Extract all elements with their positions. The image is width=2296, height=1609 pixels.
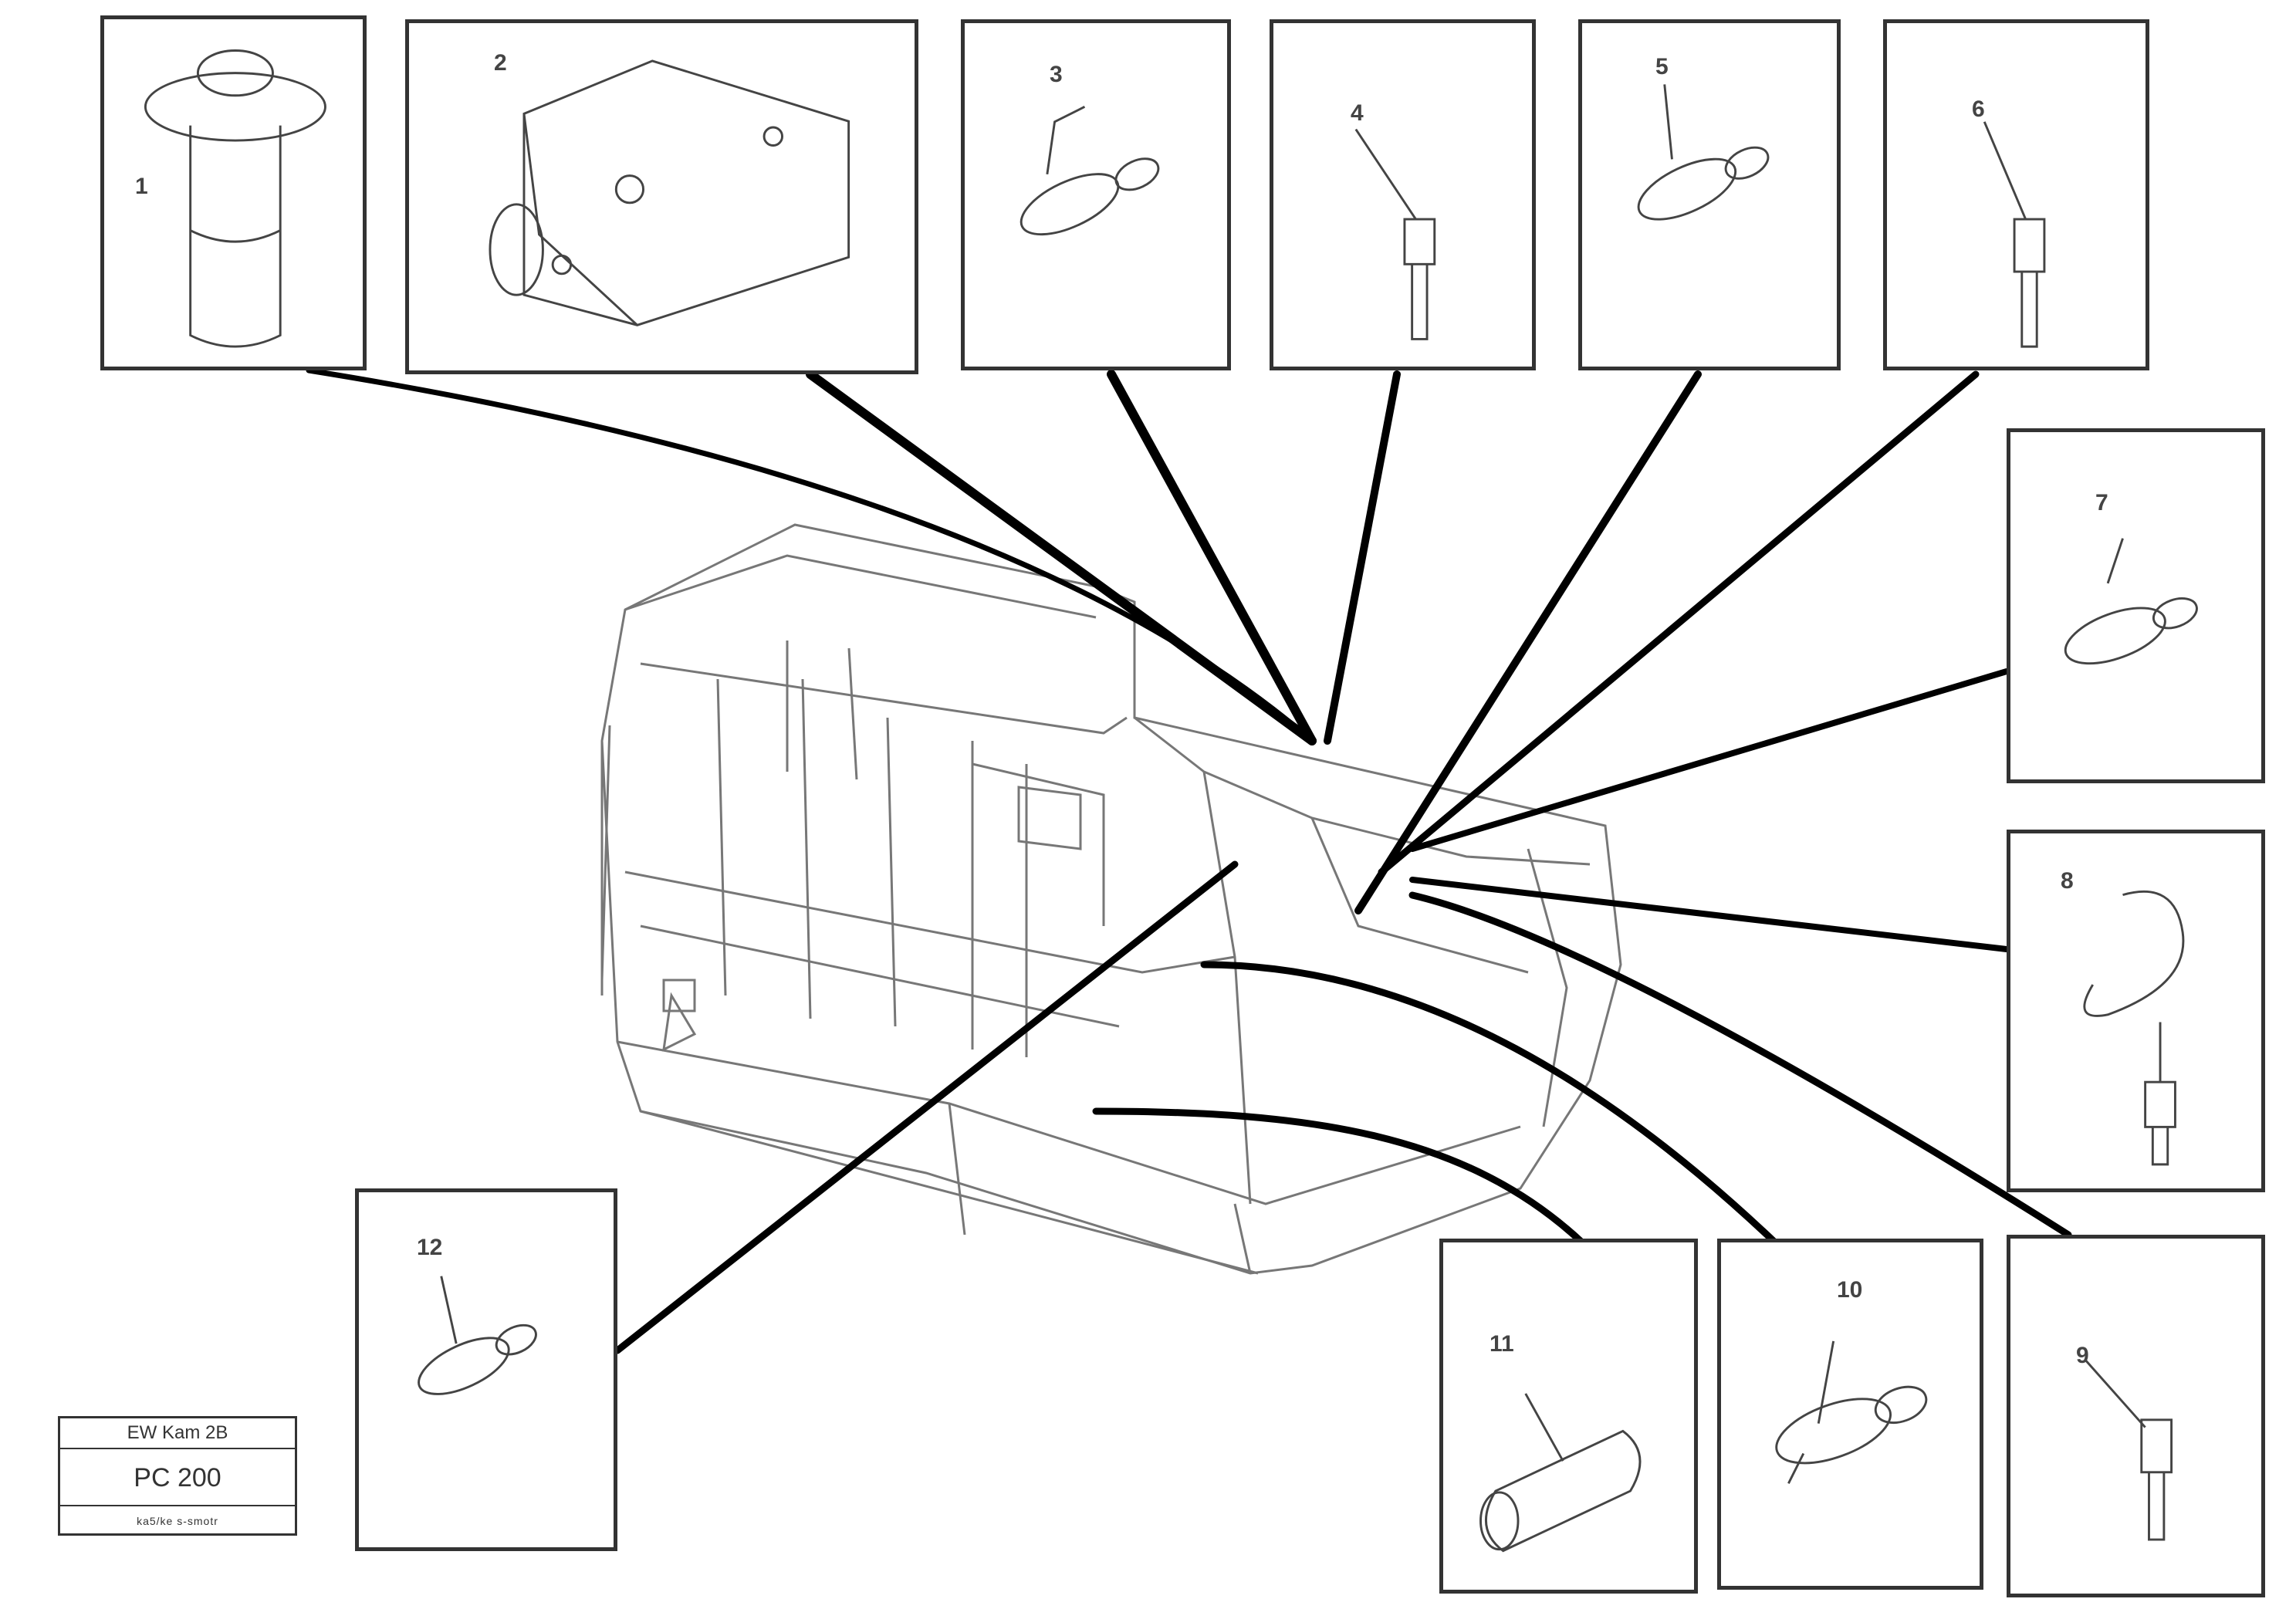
machine-outline	[600, 523, 1622, 1275]
leader-line-12	[614, 860, 1239, 1354]
leader-line-6	[1378, 370, 1980, 876]
float-sensor-icon	[144, 49, 326, 348]
filter-cartridge-icon	[1479, 1393, 1642, 1553]
level-sensor-icon	[1983, 121, 2046, 348]
callout-label-4: 4	[1351, 100, 1364, 126]
part-box-4[interactable]: 4	[1270, 19, 1536, 370]
connector-sensor-icon	[418, 1276, 537, 1395]
stamp-code: PC 200	[60, 1451, 295, 1506]
part-box-2[interactable]: 2	[405, 19, 918, 374]
leader-line-9	[1408, 891, 2072, 1239]
part-box-1[interactable]: 1	[100, 15, 367, 370]
part-box-10[interactable]: 10	[1717, 1239, 1983, 1590]
callout-label-2: 2	[494, 50, 507, 76]
leader-line-2	[806, 370, 1317, 745]
leader-line-5	[1354, 370, 1702, 914]
valve-block-icon	[489, 59, 850, 326]
part-box-5[interactable]: 5	[1578, 19, 1841, 370]
temperature-sensor-icon	[1354, 128, 1436, 340]
leader-line-3	[1107, 370, 1317, 745]
callout-label-5: 5	[1655, 54, 1669, 79]
callout-label-3: 3	[1050, 62, 1063, 87]
callout-label-9: 9	[2076, 1343, 2089, 1368]
part-box-9[interactable]: 9	[2007, 1235, 2265, 1597]
leader-line-10	[1200, 961, 1779, 1246]
part-box-3[interactable]: 3	[961, 19, 1231, 370]
part-box-12[interactable]: 12	[355, 1188, 617, 1551]
drawing-stamp: EW Kam 2B PC 200 ka5/ke s-smotr	[58, 1416, 297, 1536]
part-box-11[interactable]: 11	[1439, 1239, 1698, 1594]
callout-label-10: 10	[1837, 1277, 1863, 1303]
callout-label-12: 12	[417, 1235, 443, 1260]
part-box-7[interactable]: 7	[2007, 428, 2265, 783]
callout-label-8: 8	[2061, 868, 2074, 894]
part-box-6[interactable]: 6	[1883, 19, 2149, 370]
callout-label-7: 7	[2095, 490, 2108, 515]
stamp-ref: EW Kam 2B	[60, 1418, 295, 1449]
pressure-switch-icon	[1020, 106, 1160, 236]
stamp-fine-print: ka5/ke s-smotr	[137, 1515, 218, 1527]
part-box-8[interactable]: 8	[2007, 830, 2265, 1192]
pressure-sensor-icon	[1637, 84, 1770, 221]
wired-sensor-icon	[2083, 890, 2185, 1166]
leader-line-11	[1092, 1107, 1586, 1246]
solenoid-valve-icon	[1775, 1340, 1928, 1484]
callout-label-1: 1	[135, 174, 148, 199]
switch-sensor-icon	[2084, 1359, 2173, 1541]
callout-label-6: 6	[1972, 96, 1985, 122]
coolant-switch-icon	[2064, 538, 2198, 665]
leader-line-7	[1409, 668, 2010, 852]
leader-line-1	[306, 367, 1315, 744]
leader-line-8	[1409, 877, 2010, 952]
callout-label-11: 11	[1490, 1331, 1514, 1357]
leader-line-4	[1324, 370, 1401, 745]
